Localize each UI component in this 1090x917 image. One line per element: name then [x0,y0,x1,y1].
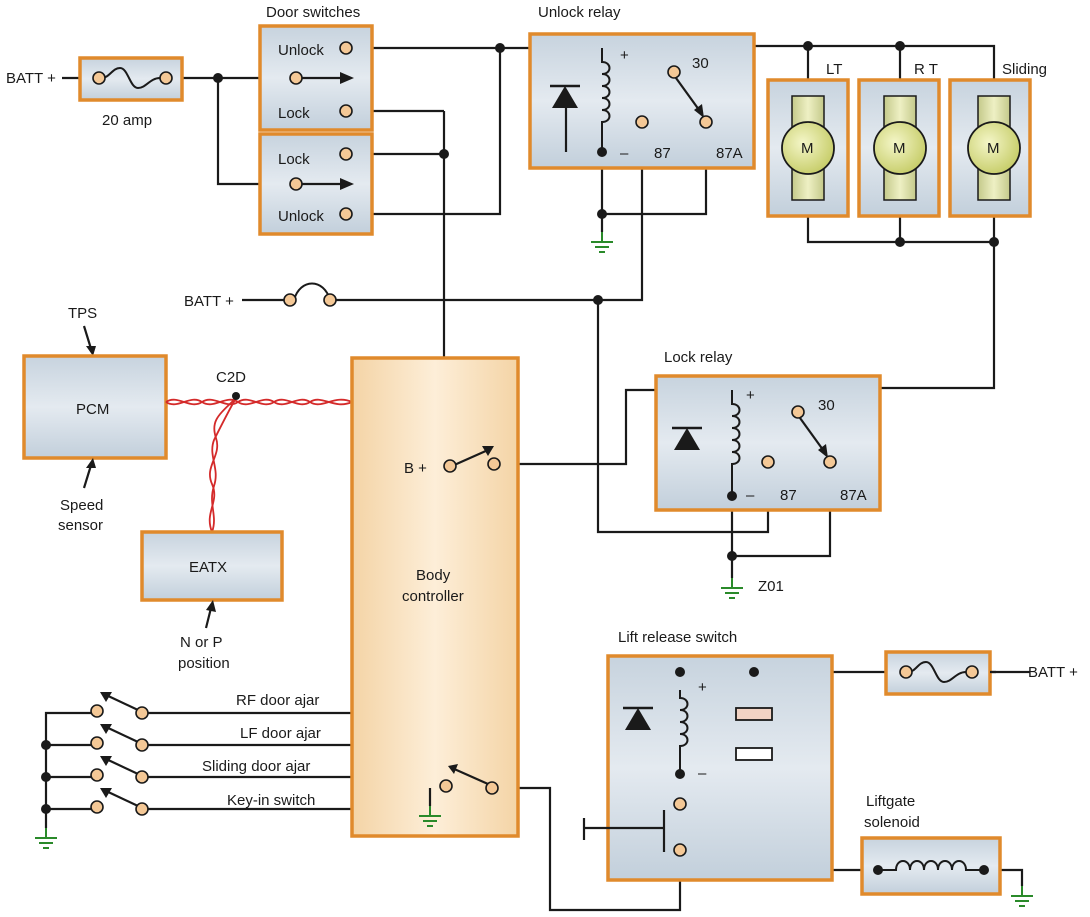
z01-label: Z01 [758,578,784,595]
relay-coil-icon [601,48,611,152]
key-in-switch-label: Key-in switch [227,792,315,809]
switch-lock-top-label: Lock [278,105,310,122]
body-controller: Body controller B + [350,356,520,838]
motor-lt-label: LT [826,61,842,78]
tps-label: TPS [68,305,97,322]
lift-release-switch: Lift release switch + – [582,629,834,882]
door-motors: LT R T Sliding M M M [766,61,1047,218]
switch-icon [451,448,489,468]
position-label: position [178,655,230,672]
switch-icon [90,756,149,784]
lock-pin-87a: 87A [840,487,867,504]
motor-icon [967,121,1021,175]
motor-m-label: M [987,140,1000,157]
body-controller-label: Body [416,567,451,584]
b-plus-label: B + [404,460,427,477]
c2d-label: C2D [216,369,246,386]
ground-icon [590,231,614,253]
sliding-door-ajar-label: Sliding door ajar [202,758,310,775]
twisted-pair-icon [165,392,353,533]
motor-m-label: M [801,140,814,157]
motor-lt: M [766,78,850,218]
battery-fuse-right: BATT + [884,650,1078,696]
motor-icon [781,121,835,175]
unlock-pin-30: 30 [692,55,709,72]
batt-right-label: BATT + [1028,664,1078,681]
relay-coil-icon [679,690,689,774]
batt-top-label: BATT + [6,70,56,87]
eatx-box [140,530,284,602]
motor-sliding: M [948,78,1032,218]
speed-sensor-label: Speed [60,497,103,514]
diode-icon [623,706,653,730]
battery-feed-middle: BATT + [184,282,337,310]
lock-plus-label: + [746,387,755,404]
door-ajar-switches: RF door ajar LF door ajar Sliding door a… [34,692,321,849]
ground-icon [720,577,744,599]
liftgate-label: Liftgate [866,793,915,810]
motor-rt-label: R T [914,61,938,78]
unlock-pin-87a: 87A [716,145,743,162]
lock-relay: Lock relay + – 30 87 87A Z01 [654,349,882,599]
ground-icon [34,827,58,849]
switch-icon [90,692,149,720]
unlock-plus-label: + [620,47,629,64]
pcm-label: PCM [76,401,109,418]
batt-mid-label: BATT + [184,293,234,310]
eatx-module: EATX N or P position [140,530,284,672]
diode-icon [672,426,702,450]
n-or-p-label: N or P [180,634,223,651]
diode-icon [550,84,580,108]
lift-minus-label: – [698,765,707,782]
pcm-module: TPS PCM Speed sensor [22,305,168,534]
fuse-icon [100,66,161,90]
fuse-rating: 20 amp [102,112,152,129]
switch-lock-bottom-label: Lock [278,151,310,168]
body-controller-box [350,356,520,838]
lock-relay-title: Lock relay [664,349,733,366]
junction-nodes [41,41,999,814]
motor-icon [873,121,927,175]
body-controller-label-2: controller [402,588,464,605]
eatx-label: EATX [189,559,227,576]
liftgate-solenoid: Liftgate solenoid [860,793,1034,907]
lock-minus-label: – [746,487,755,504]
arrow-icon [340,72,354,84]
switch-icon [90,724,149,752]
door-switches-title: Door switches [266,4,360,21]
switch-icon [451,766,489,786]
battery-fuse-top: BATT + 20 amp [6,56,184,129]
switch-icon [90,788,149,816]
relay-coil-icon [731,390,741,496]
switch-unlock-bottom-label: Unlock [278,208,324,225]
liftgate-solenoid-box [860,836,1002,896]
solenoid-label: solenoid [864,814,920,831]
lift-release-box [606,654,834,882]
fuse-icon [907,660,967,684]
lf-door-ajar-label: LF door ajar [240,725,321,742]
speed-sensor-label-2: sensor [58,517,103,534]
motor-rt: M [857,78,941,218]
switch-unlock-top-label: Unlock [278,42,324,59]
unlock-relay-title: Unlock relay [538,4,621,21]
ground-icon [1010,885,1034,907]
lock-pin-87: 87 [780,487,797,504]
door-switches: Door switches Unlock Lock Lock Unlock [258,4,374,236]
pcm-box [22,354,168,460]
rf-door-ajar-label: RF door ajar [236,692,319,709]
unlock-pin-87: 87 [654,145,671,162]
solenoid-icon [880,860,984,871]
motor-m-label: M [893,140,906,157]
lift-plus-label: + [698,679,707,696]
unlock-minus-label: – [620,145,629,162]
motor-sliding-label: Sliding [1002,61,1047,78]
lock-relay-box [654,374,882,512]
lock-pin-30: 30 [818,397,835,414]
arrow-icon [340,178,354,190]
unlock-relay: Unlock relay + – 30 87 87A [528,4,756,253]
lift-release-title: Lift release switch [618,629,737,646]
